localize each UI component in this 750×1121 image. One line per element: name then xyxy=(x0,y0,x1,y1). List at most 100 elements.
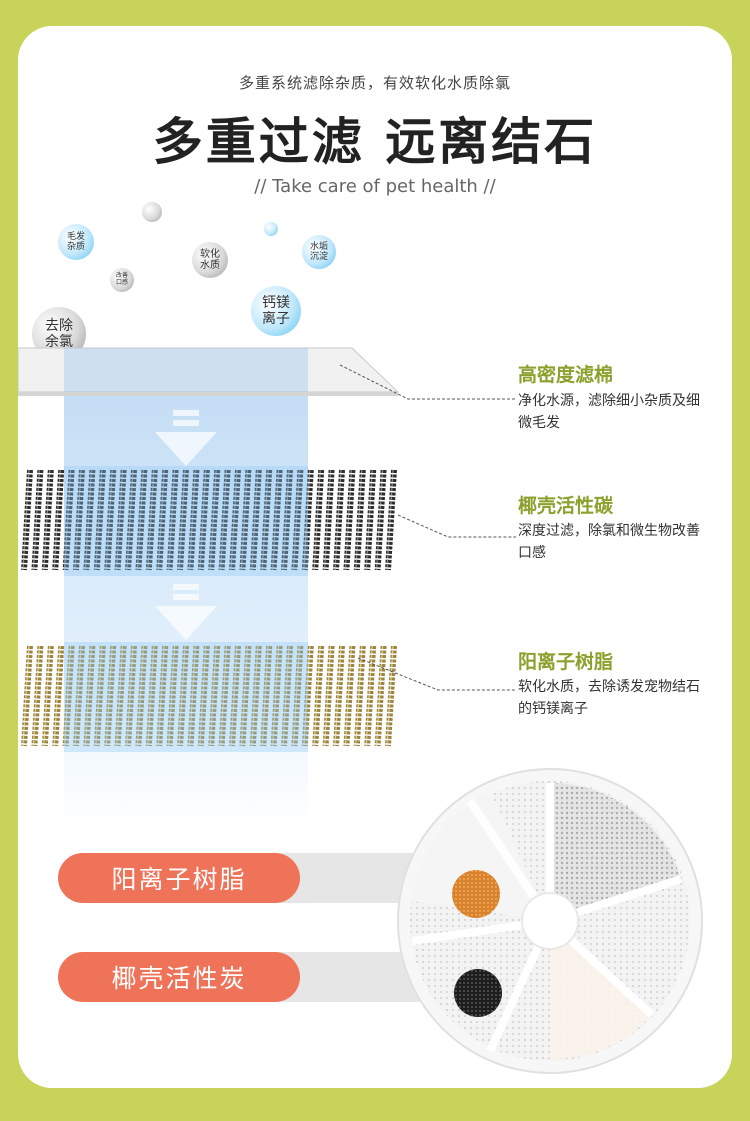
filter-rod xyxy=(156,469,169,571)
product-card: 多重系统滤除杂质，有效软化水质除氯 多重过滤 远离结石 // Take care… xyxy=(18,26,732,1088)
filter-disc-image xyxy=(397,768,703,1074)
filter-rod xyxy=(353,645,366,747)
tagline: // Take care of pet health // xyxy=(254,176,496,197)
filter-rod xyxy=(343,645,356,747)
filter-rod xyxy=(104,645,117,747)
filter-rod xyxy=(125,645,137,747)
filter-rod xyxy=(197,645,210,747)
cation-resin-layer xyxy=(21,642,397,752)
filter-rod xyxy=(145,469,158,571)
filter-rod xyxy=(177,469,189,571)
beam-overlay xyxy=(64,642,308,752)
filter-rod xyxy=(125,469,137,571)
small-blue-dot xyxy=(264,222,278,236)
filter-rod xyxy=(135,645,148,747)
filter-rod xyxy=(41,645,54,747)
layer-desc-cotton: 净化水源，滤除细小杂质及细微毛发 xyxy=(518,393,700,431)
subtitle: 多重系统滤除杂质，有效软化水质除氯 xyxy=(238,74,511,92)
filter-rod xyxy=(83,469,96,571)
filter-rod xyxy=(166,469,179,571)
filter-rod xyxy=(270,469,283,571)
beam-overlay xyxy=(64,466,308,576)
leader-line-2 xyxy=(398,514,516,538)
filter-rod xyxy=(114,645,127,747)
filter-rod xyxy=(31,645,44,747)
layer-desc-carbon: 深度过滤，除氯和微生物改善口感 xyxy=(518,523,700,561)
filter-rod xyxy=(333,645,345,747)
filter-rod xyxy=(239,469,252,571)
leader-line-1 xyxy=(339,364,516,400)
filter-rod xyxy=(187,645,200,747)
activated-carbon-layer xyxy=(21,466,397,576)
filter-rod xyxy=(156,645,169,747)
small-gray-dot xyxy=(142,202,162,222)
filter-rod xyxy=(218,645,231,747)
filter-rod xyxy=(312,645,325,747)
pill-cation-resin: 阳离子树脂 xyxy=(58,853,300,903)
filter-rod xyxy=(270,645,283,747)
filter-rod xyxy=(301,645,314,747)
filter-rod xyxy=(145,645,158,747)
filter-rod xyxy=(31,469,44,571)
filter-rod xyxy=(62,645,75,747)
filter-rod xyxy=(208,469,221,571)
layer-label-carbon: 椰壳活性碳 xyxy=(518,495,614,517)
page-title: 多重过滤 远离结石 xyxy=(152,113,598,171)
leader-line-3 xyxy=(358,657,516,691)
filter-rod xyxy=(343,469,356,571)
filter-rod xyxy=(73,469,85,571)
filter-rod xyxy=(239,645,252,747)
filter-rod xyxy=(249,469,262,571)
filter-rod xyxy=(312,469,325,571)
filter-rod xyxy=(260,469,273,571)
filter-rod xyxy=(83,645,96,747)
bubble-scale-sediment: 水垢沉淀 xyxy=(302,235,336,269)
filter-rod xyxy=(281,469,293,571)
filter-rod xyxy=(322,645,335,747)
filter-rod xyxy=(374,645,387,747)
filter-rod xyxy=(385,645,397,747)
filter-rod xyxy=(374,469,387,571)
filter-rod xyxy=(208,645,221,747)
filter-rod xyxy=(41,469,54,571)
filter-rod xyxy=(229,469,241,571)
bubble-taste: 改善口感 xyxy=(110,268,134,292)
filter-rod xyxy=(291,469,304,571)
bubble-calcium-magnesium: 钙镁离子 xyxy=(251,286,301,336)
filter-rod xyxy=(166,645,179,747)
filter-rod xyxy=(364,645,377,747)
cotton-layer xyxy=(18,347,400,396)
filter-rod xyxy=(281,645,293,747)
layer-label-cotton: 高密度滤棉 xyxy=(518,364,614,386)
filter-rod xyxy=(73,645,85,747)
layer-desc-resin: 软化水质，去除诱发宠物结石的钙镁离子 xyxy=(518,679,700,717)
filter-rod xyxy=(114,469,127,571)
filter-rod xyxy=(177,645,189,747)
filter-rod xyxy=(104,469,117,571)
filter-rod xyxy=(333,469,345,571)
filter-rod xyxy=(364,469,377,571)
filter-rod xyxy=(62,469,75,571)
filter-rod xyxy=(322,469,335,571)
pill-coconut-carbon: 椰壳活性炭 xyxy=(58,952,300,1002)
bubble-hair-impurities: 毛发杂质 xyxy=(58,224,94,260)
filter-rod xyxy=(135,469,148,571)
filter-rod xyxy=(385,469,397,571)
filter-rod xyxy=(353,469,366,571)
filter-rod xyxy=(21,469,33,571)
filter-rod xyxy=(229,645,241,747)
filter-rod xyxy=(249,645,262,747)
filter-rod xyxy=(21,645,33,747)
down-arrow-icon xyxy=(155,410,217,466)
filter-rod xyxy=(93,469,106,571)
filter-rod xyxy=(260,645,273,747)
filter-rod xyxy=(93,645,106,747)
filter-rod xyxy=(301,469,314,571)
filter-rod xyxy=(52,469,65,571)
filter-rod xyxy=(187,469,200,571)
filter-rod xyxy=(218,469,231,571)
filter-rod xyxy=(291,645,304,747)
bubble-soften-water: 软化水质 xyxy=(192,242,228,278)
down-arrow-icon xyxy=(155,584,217,640)
filter-rod xyxy=(52,645,65,747)
